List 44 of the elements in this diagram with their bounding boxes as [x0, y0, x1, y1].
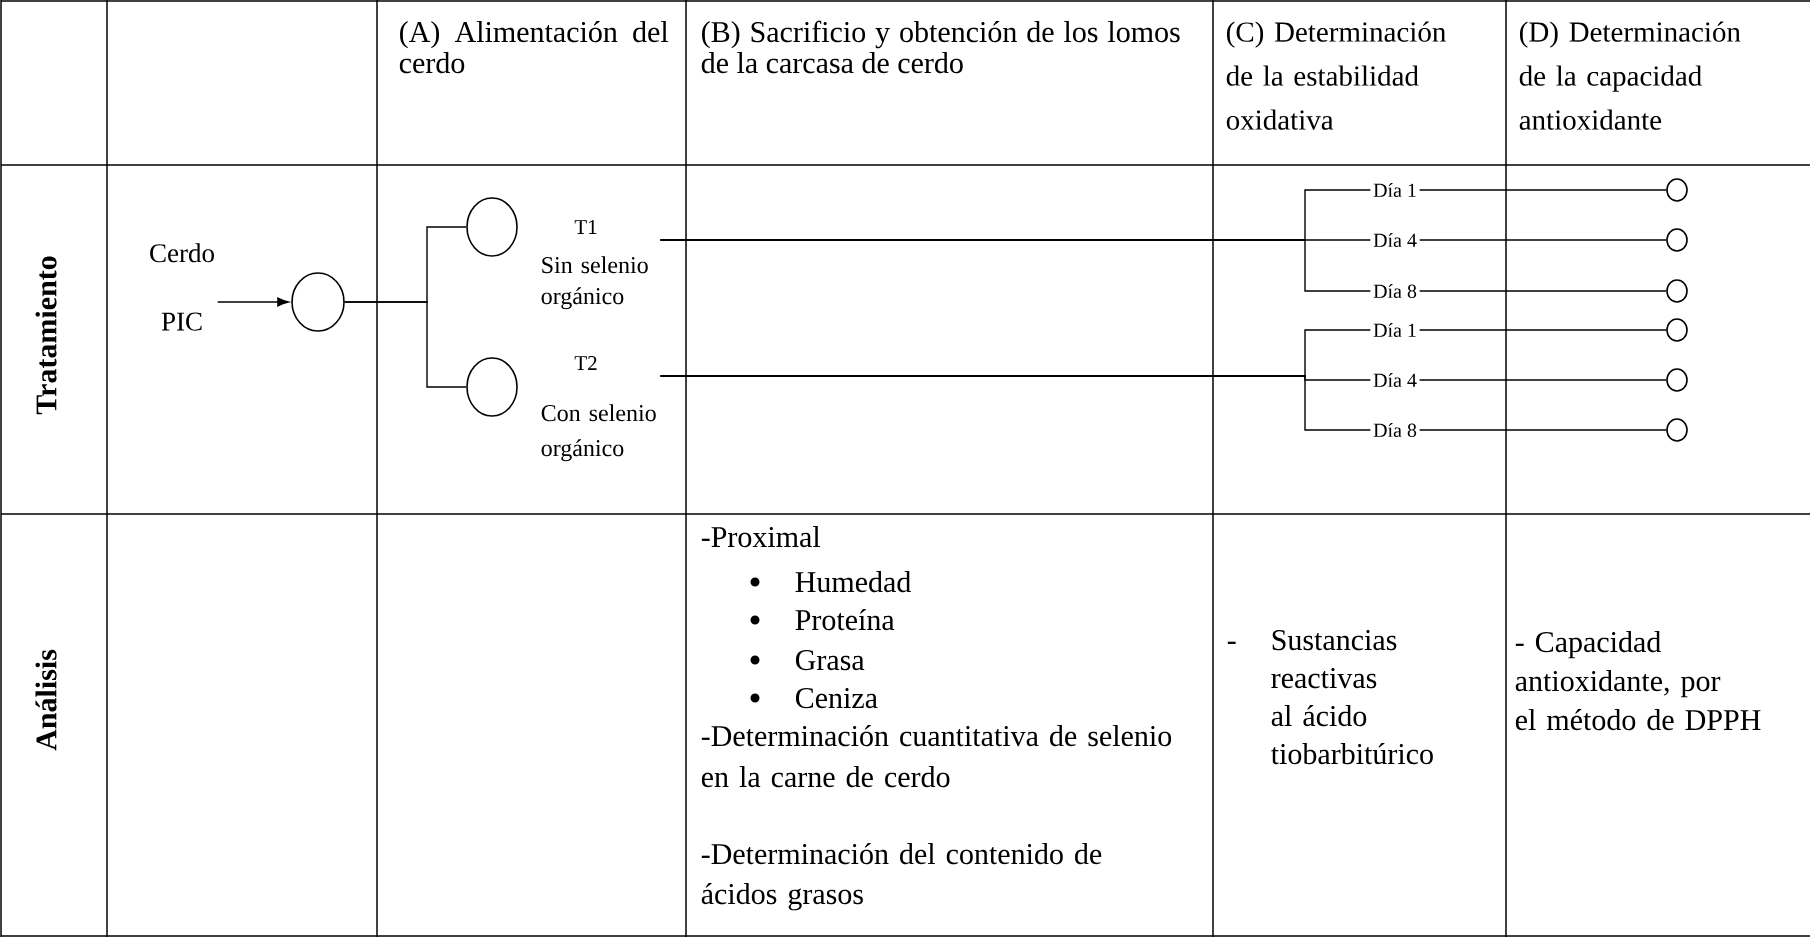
node-text: Día 8: [1373, 422, 1417, 438]
row-header: Tratamiento: [35, 256, 57, 415]
circle: [1666, 318, 1688, 342]
node-caption: Con selenio orgánico: [541, 404, 656, 462]
node-text: Día 1: [1373, 322, 1416, 338]
node-text: Día 4: [1373, 232, 1417, 248]
list-heading: -Proximal: [701, 526, 821, 548]
circle: [291, 272, 345, 332]
connector: [1418, 329, 1667, 331]
circle: [1666, 228, 1688, 252]
connector: [1418, 189, 1667, 191]
node-text: Día 1: [1373, 182, 1416, 198]
circle: [1666, 279, 1688, 303]
node-caption: T1: [574, 220, 597, 234]
bullet-item: Proteína: [750, 609, 895, 631]
list-dash: -: [1227, 641, 1236, 644]
list-entry: -Determinación del contenido de ácidos grasos: [701, 843, 1102, 911]
bullet-item: Ceniza: [750, 688, 878, 709]
connector: [1418, 239, 1667, 241]
node-text: Cerdo PIC: [150, 243, 214, 331]
connector: [1418, 290, 1667, 292]
column-header: (D) Determinación de la capacidad antioxidante: [1519, 21, 1741, 130]
node-caption: T2: [574, 356, 597, 370]
bullet-item: Grasa: [750, 650, 865, 671]
bullet-item: Humedad: [750, 571, 911, 593]
circle: [1666, 368, 1688, 392]
connector: [659, 239, 1372, 292]
circle: [1666, 178, 1688, 202]
list-entry: Sustancias reactivas al ácido tiobarbitúrico: [1271, 630, 1433, 765]
connector: [659, 375, 1372, 431]
circle: [1666, 418, 1688, 442]
node-text: Día 4: [1373, 372, 1417, 388]
list-entry: - Capacidad antioxidante, por el método de DPPH: [1515, 631, 1761, 731]
row-header: Análisis: [35, 649, 57, 751]
column-header: (A) Alimentación del cerdo: [399, 21, 669, 74]
connector: [344, 301, 467, 388]
connector: [1418, 379, 1667, 381]
node-caption: Sin selenio orgánico: [541, 256, 648, 310]
connector: [1418, 429, 1667, 431]
column-header: (C) Determinación de la estabilidad oxidativa: [1226, 21, 1446, 130]
column-header: (B) Sacrificio y obtención de los lomos de la carcasa de cerdo: [701, 20, 1180, 74]
list-entry: -Determinación cuantitativa de selenio en la carne de cerdo: [701, 725, 1172, 788]
connector: [217, 297, 289, 307]
node-text: Día 8: [1373, 283, 1417, 299]
